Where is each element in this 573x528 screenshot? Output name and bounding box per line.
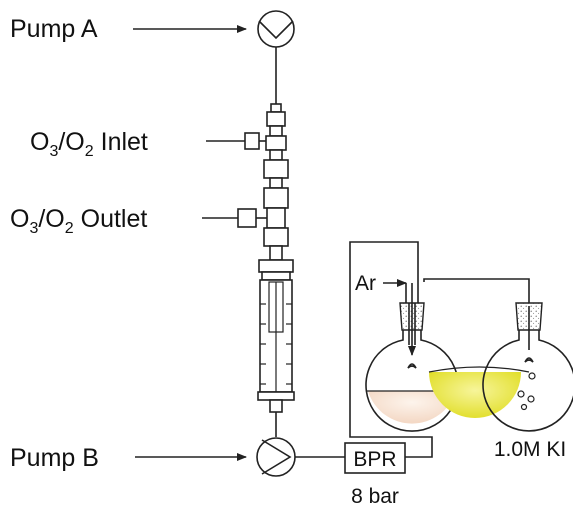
pump-a-label: Pump A [10,15,98,43]
fitting-2 [269,125,283,137]
ki-trap-flask: 1.0M KI [428,302,573,461]
reaction-flask [365,283,459,432]
syringe-cap-top [258,259,294,273]
syringe [257,259,295,413]
pump-a: Pump A [10,10,295,48]
ozone-inlet-label: O3/O2 Inlet [30,128,148,160]
ki-solution-label: 1.0M KI [494,438,566,461]
flask-connecting-tube [423,278,530,306]
reaction-flask-dispersion-tip [407,363,417,369]
ki-flask-dispersion-tip [524,357,534,363]
ki-flask-body [482,330,573,432]
pump-a-icon [257,10,295,48]
syringe-outlet-fitting [269,399,283,413]
ki-flask-bubbles [517,372,536,411]
pump-b-valve-symbol [261,439,292,475]
ozone-inlet: O3/O2 Inlet [30,128,266,160]
ozone-outlet-connector [237,208,257,228]
tee-inlet [265,135,287,151]
reaction-flask-liquid [368,391,456,424]
fitting-5 [269,177,283,189]
reactor-column [263,103,289,261]
bpr-to-flask-tubing [349,241,433,458]
fitting-3 [269,149,283,161]
argon-label: Ar [355,272,376,295]
bpr-label: BPR [353,448,396,471]
back-pressure-regulator: BPR 8 bar [344,442,406,508]
fitting-8 [269,245,283,261]
pump-a-valve-symbol [258,20,294,40]
fitting-6 [263,187,289,209]
reaction-flask-body [365,330,459,432]
fitting-1 [266,111,286,127]
ozone-outlet-label: O3/O2 Outlet [10,205,147,237]
ozone-outlet: O3/O2 Outlet [10,205,267,237]
fitting-top [270,103,282,113]
pump-b: Pump B [10,437,296,477]
fitting-7 [263,227,289,247]
bpr-box [344,442,406,474]
ki-flask-meniscus [428,366,530,373]
ki-flask-liquid [429,372,521,418]
syringe-plunger-base [257,391,295,401]
fitting-4 [263,159,289,179]
tee-outlet [266,207,286,229]
bpr-pressure-label: 8 bar [351,485,399,508]
ozone-inlet-connector [244,132,260,150]
syringe-graduations [260,303,292,385]
pump-b-label: Pump B [10,444,99,472]
syringe-cap-bottom [261,271,291,281]
argon-inlet: Ar [355,272,407,295]
